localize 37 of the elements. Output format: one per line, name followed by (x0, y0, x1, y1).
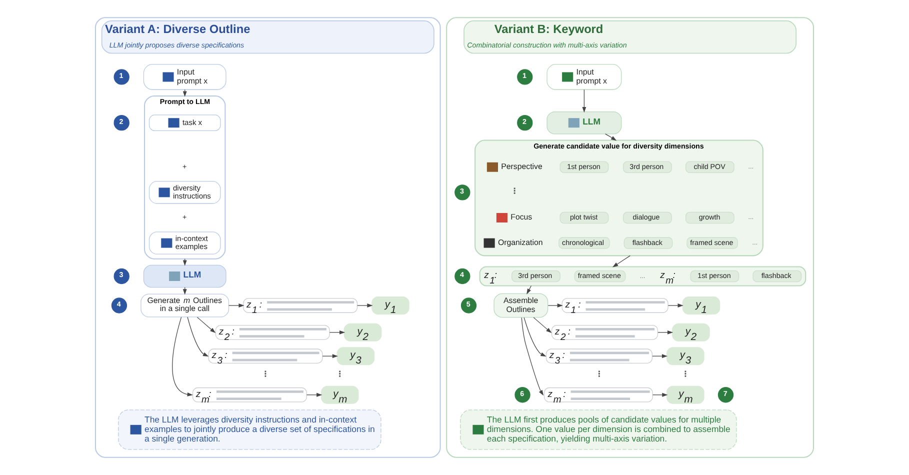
arrow (357, 304, 373, 308)
arrow (612, 255, 630, 268)
arrow (187, 316, 209, 357)
arrow (652, 354, 668, 358)
arrow (196, 316, 216, 333)
node-box: Input prompt x (546, 64, 622, 90)
arrow (329, 330, 346, 334)
arrow (306, 392, 322, 397)
arrow (582, 89, 586, 113)
label: Focus (510, 212, 532, 222)
node-box: The LLM leverages diversity instructions and in-context examples to jointly produce a diverse set of specifications in a single generation. (118, 410, 382, 450)
arrow (524, 317, 546, 356)
cluster (479, 266, 806, 286)
arrow (322, 354, 338, 358)
arrow (228, 304, 244, 308)
arrow (533, 317, 552, 333)
node-box: Generate m Outlines in a single call (140, 294, 230, 318)
node-box: Assemble Outlines (494, 293, 548, 318)
label: Organization (498, 238, 543, 248)
arrow (652, 392, 668, 397)
arrow (668, 304, 684, 308)
label: ⋮ (681, 370, 690, 379)
node-box: LLM (143, 264, 226, 288)
arrow (658, 330, 674, 334)
label: ⋮ (336, 370, 344, 379)
label: ⋮ (510, 186, 519, 196)
arrow (521, 317, 544, 396)
label: ⋮ (595, 370, 604, 379)
node-box: The LLM first produces pools of candidate values for multiple dimensions. One value per dimension is combined to assemble each specification, yielding multi-axis variation. (460, 410, 737, 450)
node-box: LLM (546, 111, 622, 134)
arrow (526, 285, 532, 294)
arrow (172, 316, 193, 396)
node-box: Input prompt x (143, 64, 226, 90)
arrow (604, 134, 617, 141)
arrow (548, 304, 563, 308)
label: ⋮ (262, 370, 270, 379)
label: Perspective (501, 162, 542, 172)
